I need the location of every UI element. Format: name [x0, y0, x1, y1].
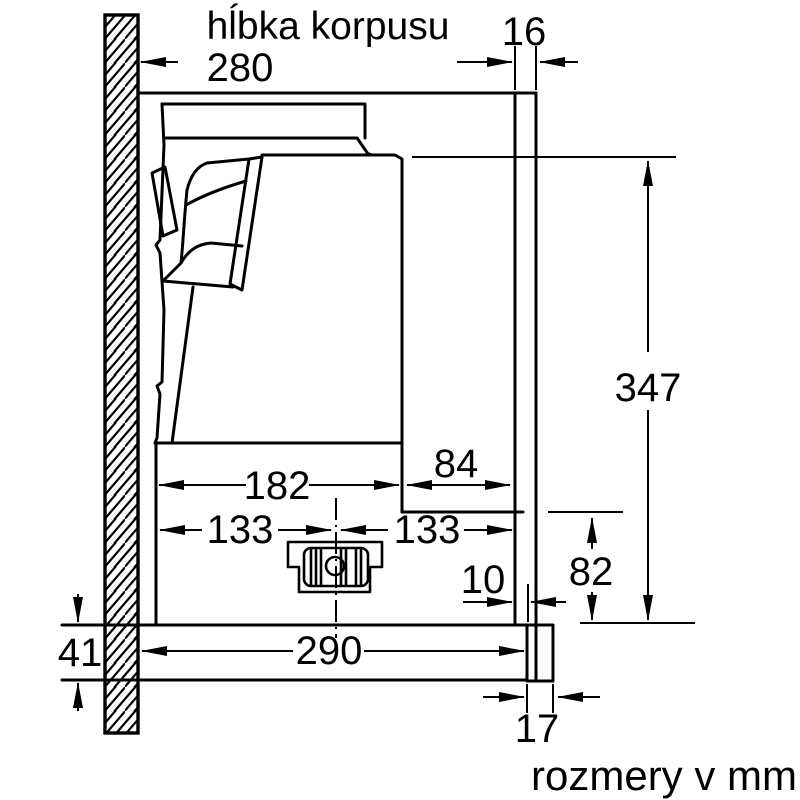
wall-hatch-fill: [105, 15, 138, 733]
hood-body: [60, 91, 555, 683]
dim-280-label: 280: [207, 46, 274, 90]
dim-347-label: 347: [615, 366, 682, 410]
dim-17-label: 17: [515, 707, 560, 751]
main-block-outline: [260, 153, 404, 514]
duct-right-bar: [228, 155, 264, 292]
dim-82-label: 82: [569, 550, 614, 594]
dim-16-label: 16: [502, 10, 547, 54]
dimension-labels: hĺbka korpusu 280 16 347 84 182 133 133 …: [58, 3, 797, 799]
dimension-arrows: [73, 57, 653, 711]
top-slab: [160, 102, 376, 157]
duct-left-strip: [150, 165, 179, 238]
units-note: rozmery v mm: [531, 752, 797, 799]
dim-182-label: 182: [244, 464, 311, 508]
dim-41-label: 41: [58, 631, 103, 675]
duct-rib-2: [179, 241, 244, 265]
extension-lines: [412, 46, 695, 713]
terminal-flange: [286, 540, 384, 594]
duct-assembly: [150, 155, 264, 292]
duct-rib-1: [184, 179, 248, 207]
wall-outline: [103, 13, 140, 735]
dim-84-label: 84: [434, 442, 479, 486]
heading-body-depth: hĺbka korpusu: [207, 3, 450, 48]
duct-top-edge: [185, 157, 251, 192]
dim-133-left-label: 133: [207, 508, 274, 552]
rear-edge: [153, 102, 166, 445]
dim-10-label: 10: [461, 558, 506, 602]
duct-bottom-edge: [161, 279, 235, 289]
terminal-ribs: [309, 548, 363, 586]
wall-section: [103, 13, 140, 735]
dim-133-right-label: 133: [394, 508, 461, 552]
dim-290-label: 290: [296, 629, 363, 673]
inner-slant-line: [170, 285, 195, 445]
visor-front-strip: [525, 623, 555, 683]
